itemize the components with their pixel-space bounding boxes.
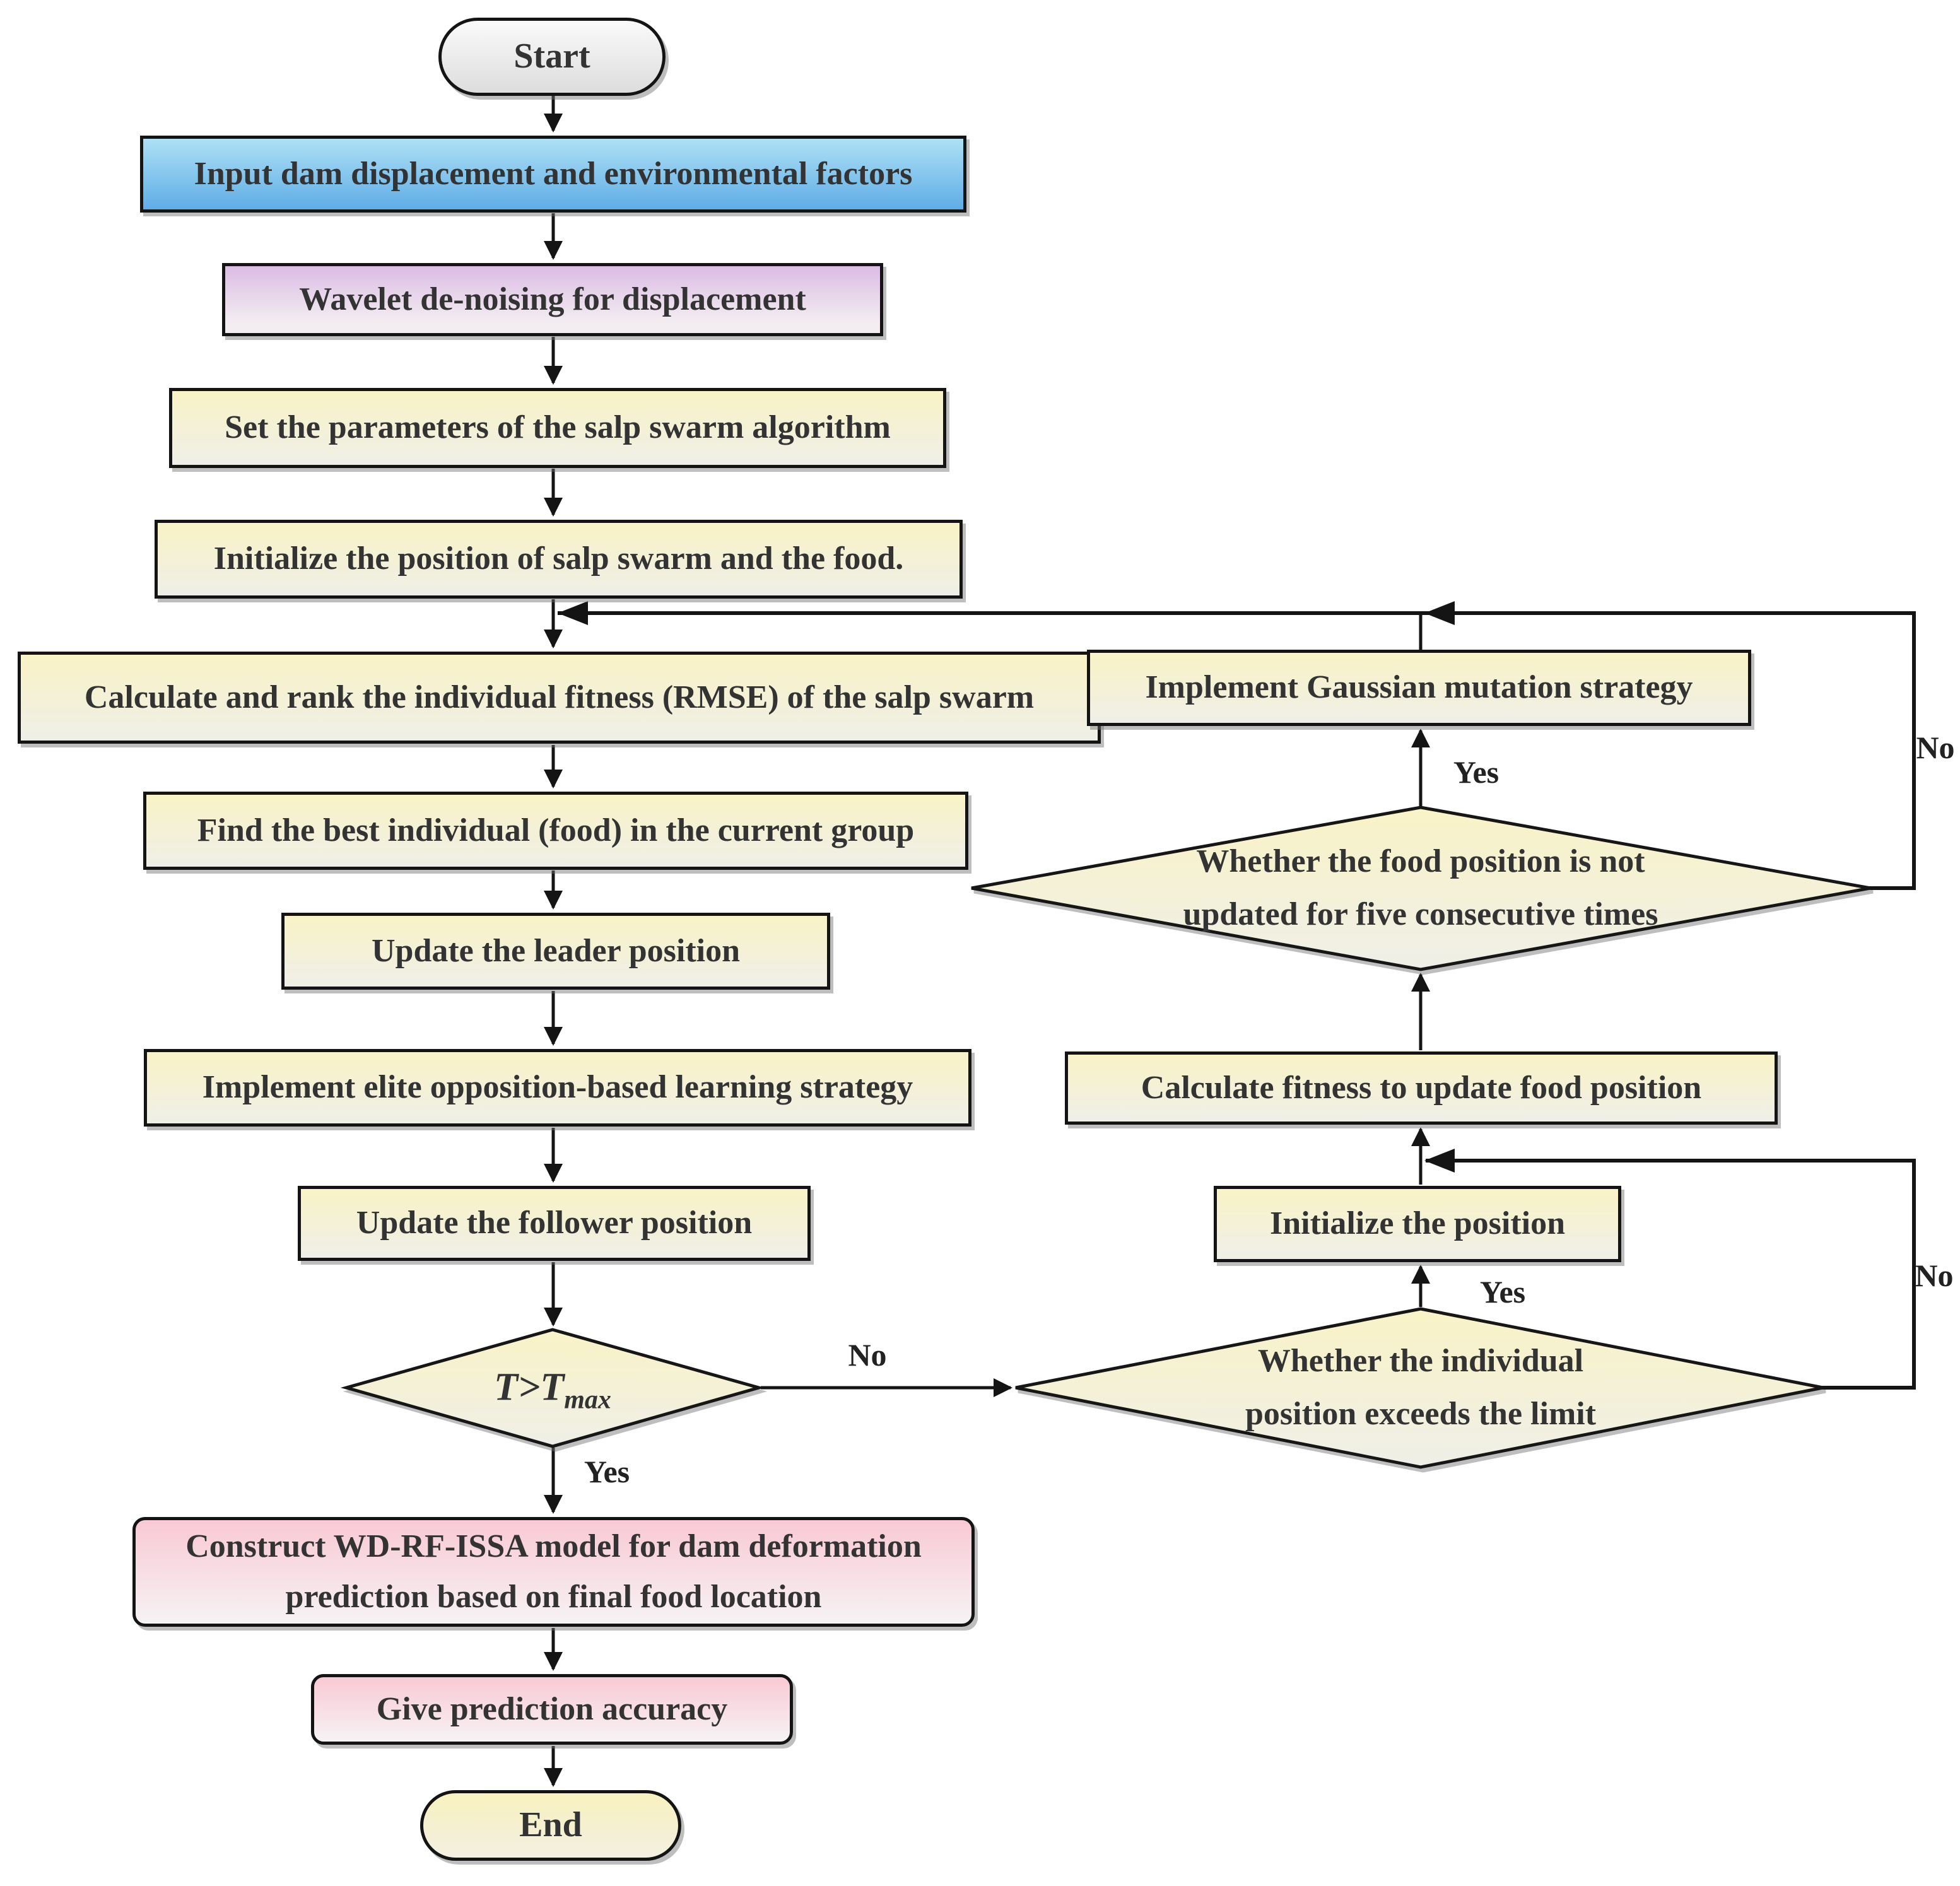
t-yes-label: Yes [584, 1454, 630, 1489]
input-label: Input dam displacement and environmental… [194, 155, 913, 192]
init-swarm-label: Initialize the position of salp swarm an… [213, 541, 904, 577]
t-diamond-shape [340, 1328, 765, 1448]
gaussian-node: Implement Gaussian mutation strategy [1087, 650, 1751, 726]
elite-label: Implement elite opposition-based learnin… [202, 1069, 913, 1106]
calc-rank-label: Calculate and rank the individual fitnes… [84, 679, 1035, 715]
t-condition-sub: max [564, 1385, 611, 1415]
calc-fitness-label: Calculate fitness to update food positio… [1141, 1069, 1702, 1106]
food-diamond-line1: Whether the food position is not [1196, 843, 1645, 880]
init-swarm-node: Initialize the position of salp swarm an… [155, 520, 963, 599]
end-label: End [519, 1805, 582, 1845]
individual-diamond-text: Whether the individual position exceeds … [1149, 1342, 1692, 1433]
rail-food-no-loop [558, 611, 1916, 890]
individual-diamond-line1: Whether the individual [1257, 1343, 1584, 1379]
wavelet-node: Wavelet de-noising for displacement [222, 263, 883, 336]
merge-arrow-gaussian [1424, 601, 1455, 625]
food-diamond-line2: updated for five consecutive times [1183, 896, 1658, 932]
start-label: Start [513, 37, 590, 76]
merge-arrow-main [558, 601, 588, 625]
rail-individual-no-loop [1426, 1159, 1916, 1390]
update-leader-node: Update the leader position [281, 913, 830, 990]
init-position-node: Initialize the position [1214, 1186, 1621, 1262]
update-follower-label: Update the follower position [356, 1205, 753, 1241]
calc-fitness-node: Calculate fitness to update food positio… [1065, 1051, 1778, 1125]
input-node: Input dam displacement and environmental… [140, 136, 966, 213]
update-follower-node: Update the follower position [298, 1186, 811, 1261]
accuracy-label: Give prediction accuracy [376, 1690, 728, 1727]
set-params-node: Set the parameters of the salp swarm alg… [169, 388, 946, 468]
t-no-label: No [848, 1337, 887, 1373]
food-yes-label: Yes [1453, 754, 1499, 790]
individual-no-label: No [1915, 1258, 1954, 1293]
individual-yes-label: Yes [1479, 1274, 1526, 1309]
merge-arrow-initpos [1424, 1149, 1455, 1173]
wavelet-label: Wavelet de-noising for displacement [299, 281, 806, 317]
update-leader-label: Update the leader position [371, 932, 741, 969]
init-position-label: Initialize the position [1269, 1205, 1566, 1242]
food-no-label: No [1916, 730, 1955, 765]
set-params-label: Set the parameters of the salp swarm alg… [225, 409, 891, 446]
t-diamond-text: T>Tmax [395, 1365, 710, 1413]
calc-rank-node: Calculate and rank the individual fitnes… [18, 652, 1101, 744]
t-condition-main: T>T [494, 1366, 565, 1409]
elite-node: Implement elite opposition-based learnin… [144, 1049, 971, 1127]
construct-line2: prediction based on final food location [285, 1579, 822, 1615]
individual-diamond-line2: position exceeds the limit [1245, 1396, 1597, 1432]
construct-line1: Construct WD-RF-ISSA model for dam defor… [185, 1528, 922, 1564]
individual-diamond-shape [1015, 1307, 1824, 1469]
accuracy-node: Give prediction accuracy [311, 1674, 793, 1745]
construct-node: Construct WD-RF-ISSA model for dam defor… [132, 1517, 975, 1627]
gaussian-label: Implement Gaussian mutation strategy [1145, 669, 1693, 706]
find-best-node: Find the best individual (food) in the c… [143, 792, 968, 870]
start-node: Start [438, 18, 666, 96]
find-best-label: Find the best individual (food) in the c… [197, 812, 915, 848]
end-node: End [420, 1790, 681, 1861]
food-diamond-text: Whether the food position is not updated… [1105, 843, 1736, 934]
food-diamond-shape [971, 805, 1871, 971]
